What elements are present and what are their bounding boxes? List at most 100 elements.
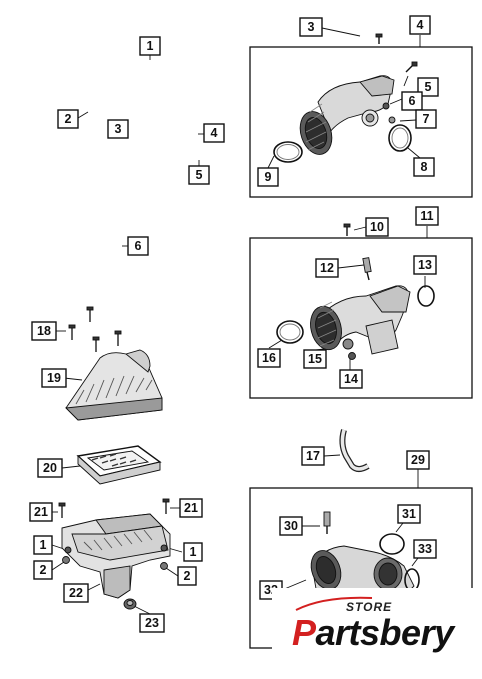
callout-18-label: 18: [37, 324, 51, 338]
grommet-23: [123, 598, 137, 610]
callout-21-left: 21: [29, 502, 53, 522]
watermark-brand-rest: artsbery: [315, 612, 455, 653]
hose-clamp-13: [417, 285, 435, 307]
callout-23-label: 23: [145, 616, 159, 630]
callout-9-label: 9: [265, 170, 272, 184]
swoosh-icon: [295, 596, 373, 611]
callout-1-right-label: 1: [190, 545, 197, 559]
callout-3-right: 3: [299, 17, 323, 37]
watermark-tagline: STORE: [346, 600, 393, 614]
callout-15-label: 15: [308, 352, 322, 366]
callout-33-label: 33: [418, 542, 432, 556]
screw-10: [343, 223, 351, 236]
callout-1-top-label: 1: [147, 39, 154, 53]
callout-23: 23: [139, 613, 165, 633]
callout-2-left: 2: [33, 560, 53, 580]
callout-2-top: 2: [57, 109, 79, 129]
callout-4-right: 4: [409, 15, 431, 35]
callout-21-left-label: 21: [34, 505, 48, 519]
middle-right-panel: [249, 237, 473, 399]
callout-6-right: 6: [401, 91, 423, 111]
callout-5-right: 5: [417, 77, 439, 97]
washer-7: [388, 116, 396, 124]
callout-13-label: 13: [418, 258, 432, 272]
callout-11-label: 11: [420, 209, 433, 223]
callout-10-label: 10: [370, 220, 384, 234]
air-cleaner-cover-19: [65, 349, 163, 421]
callout-8: 8: [413, 157, 435, 177]
sensor-30: [323, 511, 331, 534]
inlet-duct-upper: [299, 75, 395, 155]
callout-2-right: 2: [177, 566, 197, 586]
callout-30: 30: [279, 516, 303, 536]
callout-31: 31: [397, 504, 421, 524]
callout-21-right: 21: [179, 498, 203, 518]
hose-clamp-8: [388, 124, 412, 152]
callout-1-left-label: 1: [40, 538, 47, 552]
callout-29: 29: [406, 450, 430, 470]
screw-3-upper: [375, 33, 383, 44]
hose-clamp-16: [276, 320, 304, 344]
screws-18: [68, 306, 122, 352]
callout-14-label: 14: [344, 372, 358, 386]
callout-5-right-label: 5: [425, 80, 432, 94]
callout-2-left-label: 2: [40, 563, 47, 577]
screw-5-upper: [405, 61, 418, 73]
callout-13: 13: [413, 255, 437, 275]
callout-19: 19: [41, 368, 67, 388]
callout-1-top: 1: [139, 36, 161, 56]
hose-clamp-31: [379, 533, 405, 555]
callout-19-label: 19: [47, 371, 61, 385]
callout-7: 7: [415, 109, 437, 129]
callout-9: 9: [257, 167, 279, 187]
callout-4-left-label: 4: [211, 126, 218, 140]
callout-31-label: 31: [402, 507, 416, 521]
fitting-15: [342, 338, 354, 350]
callout-1-right: 1: [183, 542, 203, 562]
callout-6-right-label: 6: [409, 94, 416, 108]
grommet-2-left: [62, 556, 70, 564]
upper-right-panel: [249, 46, 473, 198]
callout-17-label: 17: [306, 449, 320, 463]
callout-5-left: 5: [188, 165, 210, 185]
callout-21-right-label: 21: [184, 501, 198, 515]
callout-4-left: 4: [203, 123, 225, 143]
callout-20: 20: [37, 458, 63, 478]
callout-12-label: 12: [320, 261, 334, 275]
callout-6-left-label: 6: [135, 239, 142, 253]
callout-29-label: 29: [411, 453, 425, 467]
nut-6-upper: [382, 102, 390, 110]
hose-clamp-upper: [273, 141, 303, 163]
nut-14: [348, 352, 356, 360]
screw-21-left: [58, 502, 66, 518]
callout-14: 14: [339, 369, 363, 389]
callout-6-left: 6: [127, 236, 149, 256]
screw-21-right: [162, 498, 170, 514]
callout-22: 22: [63, 583, 89, 603]
callout-11: 11: [415, 206, 439, 226]
callout-30-label: 30: [284, 519, 298, 533]
air-filter-20: [76, 445, 162, 485]
callout-16-label: 16: [262, 351, 276, 365]
air-cleaner-housing-22: [61, 513, 171, 599]
callout-22-label: 22: [69, 586, 83, 600]
callout-20-label: 20: [43, 461, 57, 475]
callout-18: 18: [31, 321, 57, 341]
inlet-duct-middle: [310, 285, 411, 355]
watermark-brand-first: P: [292, 612, 316, 653]
breather-hose-17: [339, 429, 370, 472]
callout-10: 10: [365, 217, 389, 237]
watermark-brand: Partsbery: [292, 613, 454, 653]
callout-3-left: 3: [107, 119, 129, 139]
callout-17: 17: [301, 446, 325, 466]
callout-3-left-label: 3: [115, 122, 122, 136]
partsbery-watermark: STORE Partsbery: [272, 588, 482, 679]
callout-8-label: 8: [421, 160, 428, 174]
callout-3-right-label: 3: [308, 20, 315, 34]
inlet-duct-lower: [310, 545, 415, 601]
callout-12: 12: [315, 258, 339, 278]
callout-33: 33: [413, 539, 437, 559]
callout-2-right-label: 2: [184, 569, 191, 583]
callout-15: 15: [303, 349, 327, 369]
